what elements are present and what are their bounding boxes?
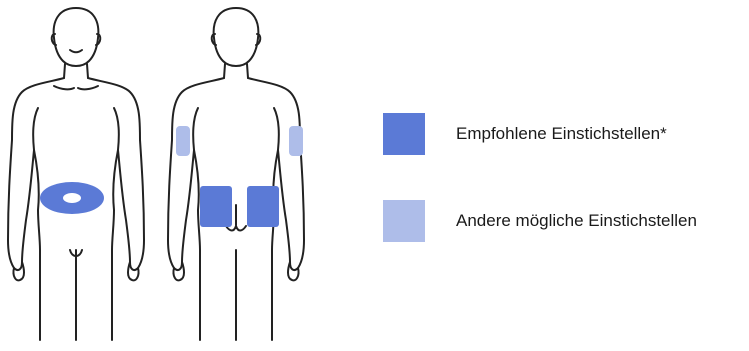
front-body-figure bbox=[8, 8, 144, 340]
front-abdomen-site bbox=[40, 182, 104, 214]
other-label: Andere mögliche Einstichstellen bbox=[456, 211, 697, 231]
back-body-figure bbox=[168, 8, 304, 340]
recommended-swatch bbox=[383, 113, 425, 155]
legend: Empfohlene Einstichstellen* Andere mögli… bbox=[383, 0, 749, 351]
other-swatch bbox=[383, 200, 425, 242]
left-buttock-site bbox=[200, 186, 232, 227]
legend-item-other: Andere mögliche Einstichstellen bbox=[383, 200, 697, 242]
navel-gap bbox=[63, 193, 81, 203]
right-upper-arm-site bbox=[289, 126, 303, 156]
legend-item-recommended: Empfohlene Einstichstellen* bbox=[383, 113, 667, 155]
body-outlines bbox=[0, 0, 380, 351]
right-buttock-site bbox=[247, 186, 279, 227]
left-upper-arm-site bbox=[176, 126, 190, 156]
recommended-label: Empfohlene Einstichstellen* bbox=[456, 124, 667, 144]
